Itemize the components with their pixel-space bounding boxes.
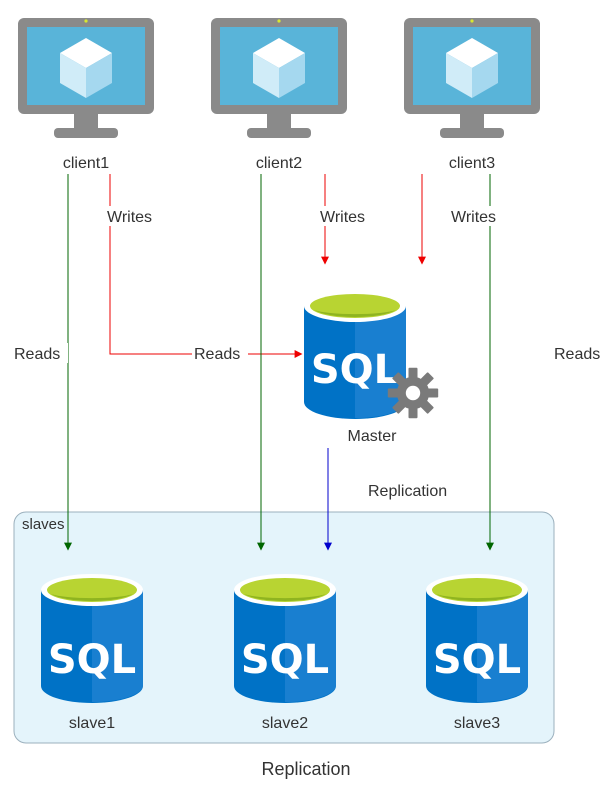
- slaves-group-label: slaves: [22, 516, 65, 533]
- label-client1-reads: Reads: [14, 346, 60, 363]
- client2-label: client2: [256, 155, 302, 172]
- slave2-label: slave2: [262, 715, 308, 732]
- edge-client1-writes: [109, 174, 303, 358]
- monitor-icon: [18, 18, 154, 138]
- master-label: Master: [348, 428, 398, 445]
- client3-label: client3: [449, 155, 495, 172]
- master-node: SQL Master: [304, 290, 439, 445]
- gear-icon: [387, 367, 439, 419]
- client3-node: client3: [404, 18, 540, 172]
- slave1-sql-text: SQL: [48, 637, 136, 683]
- slave3-node: SQL slave3: [426, 574, 528, 732]
- master-sql-text: SQL: [311, 347, 399, 393]
- label-client2-writes: Writes: [320, 209, 365, 226]
- diagram-caption: Replication: [261, 759, 350, 779]
- slave2-node: SQL slave2: [234, 574, 336, 732]
- slave1-node: SQL slave1: [41, 574, 143, 732]
- label-client3-reads: Reads: [554, 346, 600, 363]
- client1-node: client1: [18, 18, 154, 172]
- client2-node: client2: [211, 18, 347, 172]
- label-client1-writes: Writes: [107, 209, 152, 226]
- client1-label: client1: [63, 155, 109, 172]
- monitor-icon: [211, 18, 347, 138]
- slave1-label: slave1: [69, 715, 115, 732]
- label-replication: Replication: [368, 483, 447, 500]
- slave3-label: slave3: [454, 715, 500, 732]
- monitor-icon: [404, 18, 540, 138]
- slave2-sql-text: SQL: [241, 637, 329, 683]
- slave3-sql-text: SQL: [433, 637, 521, 683]
- label-client2-reads: Reads: [194, 346, 240, 363]
- label-client3-writes: Writes: [451, 209, 496, 226]
